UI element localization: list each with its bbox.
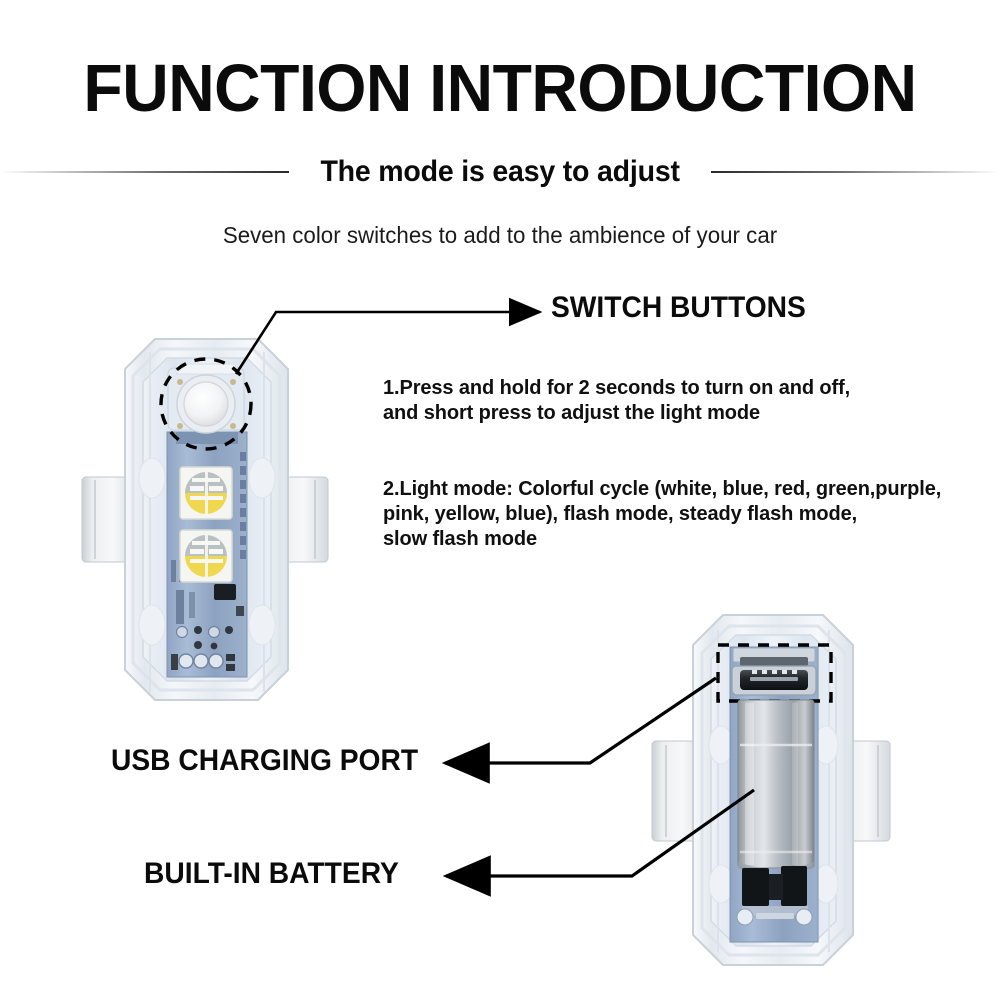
side-clip-left [81,476,139,563]
dashed-marker-usb [716,643,833,703]
front-view-led-module [81,338,329,701]
back-view-battery-module [651,614,891,966]
side-clip-left-back [651,740,709,842]
divider-right [711,171,1000,173]
page-subtitle: The mode is easy to adjust [320,155,680,188]
pcb-front [166,431,248,678]
leader-line-switch-buttons [234,297,543,375]
micro-usb-port [731,647,817,696]
subtitle-row: The mode is easy to adjust [0,150,1000,194]
lithium-battery [737,699,815,869]
dashed-marker-switch [159,357,253,451]
callout-label-usb-charging-port: USB CHARGING PORT [111,744,419,777]
bottom-components [736,866,813,926]
housing-shell-back [692,614,854,966]
led-chip-bottom [179,529,233,583]
page-tagline: Seven color switches to add to the ambie… [222,222,778,248]
leader-line-built-in-battery [442,788,755,897]
pcb-back [729,646,819,943]
callout-label-built-in-battery: BUILT-IN BATTERY [144,857,399,890]
pcb-components [171,560,244,671]
switch-button[interactable] [167,363,245,434]
callout-label-switch-buttons: SWITCH BUTTONS [551,291,806,324]
side-clip-right-back [837,740,891,842]
side-clip-right [271,476,329,563]
instruction-item-1: 1.Press and hold for 2 seconds to turn o… [383,376,851,424]
page-title: FUNCTION INTRODUCTION [83,51,917,126]
instruction-item-2: 2.Light mode: Colorful cycle (white, blu… [383,477,942,550]
divider-left [0,171,289,173]
housing-shell-front [124,338,289,701]
leader-line-usb-charging-port [441,676,717,784]
led-chip-top [179,466,233,520]
